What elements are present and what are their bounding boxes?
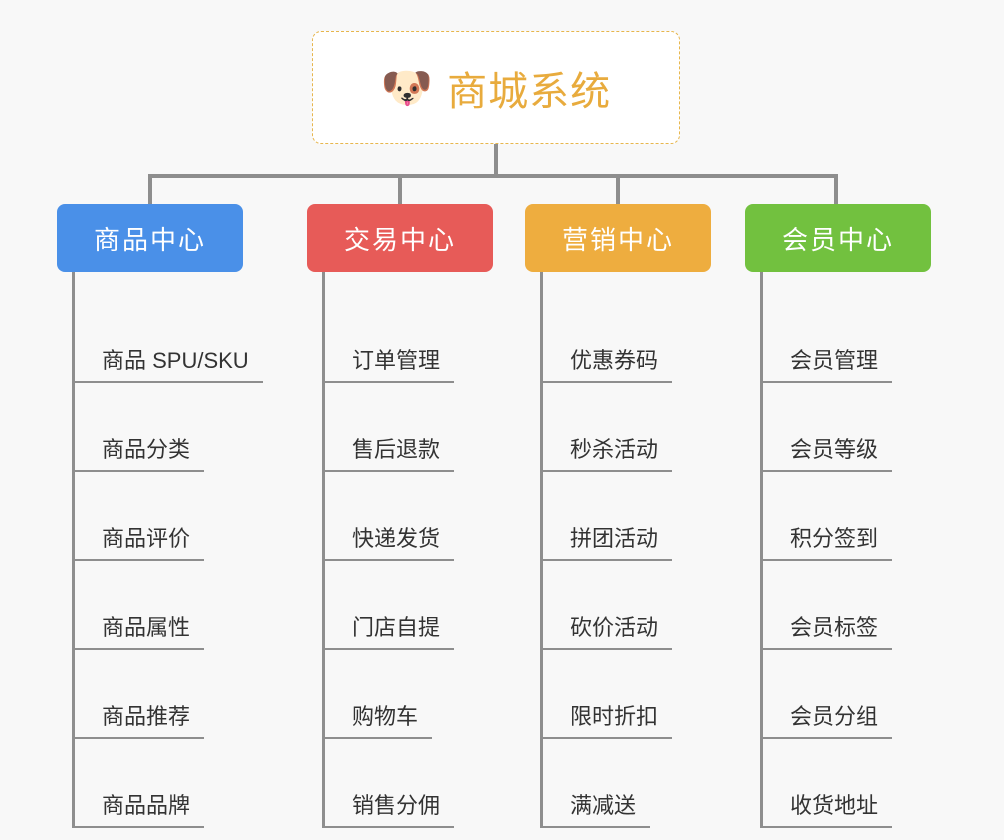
category-title: 交易中心: [343, 224, 456, 255]
leaf-item[interactable]: 商品评价: [57, 472, 265, 561]
leaf-spine-line: [322, 272, 325, 828]
leaf-label: 会员管理: [760, 343, 893, 383]
category-title: 会员中心: [781, 224, 894, 255]
leaf-label: 商品分类: [72, 432, 205, 472]
category-header-marketing-center[interactable]: 营销中心: [525, 204, 711, 272]
leaf-label: 商品品牌: [72, 788, 205, 828]
leaf-label: 满减送: [540, 788, 651, 828]
leaf-item[interactable]: 优惠券码: [525, 294, 733, 383]
leaf-label: 商品属性: [72, 610, 205, 650]
category-title: 商品中心: [93, 224, 206, 255]
leaf-item[interactable]: 快递发货: [307, 472, 515, 561]
leaf-list-marketing-center: 优惠券码 秒杀活动 拼团活动 砍价活动 限时折扣 满减送: [525, 272, 733, 828]
leaf-item[interactable]: 商品品牌: [57, 739, 265, 828]
leaf-item[interactable]: 收货地址: [745, 739, 953, 828]
branch-column-marketing-center: 营销中心 优惠券码 秒杀活动 拼团活动 砍价活动 限时折扣 满减送: [525, 204, 733, 828]
leaf-label: 积分签到: [760, 521, 893, 561]
leaf-label: 售后退款: [322, 432, 455, 472]
leaf-item[interactable]: 商品推荐: [57, 650, 265, 739]
category-header-trade-center[interactable]: 交易中心: [307, 204, 493, 272]
leaf-item[interactable]: 销售分佣: [307, 739, 515, 828]
branch-drop-line-3: [616, 174, 620, 205]
category-title: 营销中心: [561, 224, 674, 255]
leaf-item[interactable]: 售后退款: [307, 383, 515, 472]
category-header-member-center[interactable]: 会员中心: [745, 204, 931, 272]
root-node[interactable]: 🐶 商城系统: [312, 31, 680, 144]
leaf-label: 门店自提: [322, 610, 455, 650]
leaf-item[interactable]: 满减送: [525, 739, 733, 828]
branch-drop-line-1: [148, 174, 152, 205]
leaf-item[interactable]: 会员管理: [745, 294, 953, 383]
leaf-item[interactable]: 拼团活动: [525, 472, 733, 561]
leaf-label: 拼团活动: [540, 521, 673, 561]
leaf-label: 收货地址: [760, 788, 893, 828]
leaf-item[interactable]: 商品分类: [57, 383, 265, 472]
leaf-label: 秒杀活动: [540, 432, 673, 472]
leaf-label: 销售分佣: [322, 788, 455, 828]
leaf-item[interactable]: 商品属性: [57, 561, 265, 650]
leaf-item[interactable]: 积分签到: [745, 472, 953, 561]
leaf-label: 会员标签: [760, 610, 893, 650]
leaf-label: 购物车: [322, 699, 433, 739]
branch-column-product-center: 商品中心 商品 SPU/SKU 商品分类 商品评价 商品属性 商品推荐 商品品牌: [57, 204, 265, 828]
leaf-label: 会员等级: [760, 432, 893, 472]
leaf-item[interactable]: 秒杀活动: [525, 383, 733, 472]
leaf-spine-line: [72, 272, 75, 828]
root-stem-line: [494, 144, 498, 177]
leaf-label: 会员分组: [760, 699, 893, 739]
leaf-item[interactable]: 订单管理: [307, 294, 515, 383]
leaf-label: 快递发货: [322, 521, 455, 561]
leaf-item[interactable]: 门店自提: [307, 561, 515, 650]
branch-drop-line-4: [834, 174, 838, 205]
leaf-item[interactable]: 会员等级: [745, 383, 953, 472]
branch-bus-line: [148, 174, 834, 178]
leaf-list-trade-center: 订单管理 售后退款 快递发货 门店自提 购物车 销售分佣: [307, 272, 515, 828]
leaf-item[interactable]: 会员标签: [745, 561, 953, 650]
leaf-spine-line: [760, 272, 763, 828]
leaf-label: 砍价活动: [540, 610, 673, 650]
dog-face-icon: 🐶: [380, 63, 434, 111]
leaf-label: 商品评价: [72, 521, 205, 561]
leaf-label: 商品推荐: [72, 699, 205, 739]
leaf-label: 订单管理: [322, 343, 455, 383]
branch-column-member-center: 会员中心 会员管理 会员等级 积分签到 会员标签 会员分组 收货地址: [745, 204, 953, 828]
leaf-label: 限时折扣: [540, 699, 673, 739]
branch-column-trade-center: 交易中心 订单管理 售后退款 快递发货 门店自提 购物车 销售分佣: [307, 204, 515, 828]
branch-drop-line-2: [398, 174, 402, 205]
leaf-item[interactable]: 限时折扣: [525, 650, 733, 739]
leaf-item[interactable]: 商品 SPU/SKU: [57, 294, 265, 383]
leaf-list-member-center: 会员管理 会员等级 积分签到 会员标签 会员分组 收货地址: [745, 272, 953, 828]
leaf-spine-line: [540, 272, 543, 828]
leaf-label: 优惠券码: [540, 343, 673, 383]
leaf-label: 商品 SPU/SKU: [72, 343, 263, 383]
leaf-item[interactable]: 购物车: [307, 650, 515, 739]
leaf-list-product-center: 商品 SPU/SKU 商品分类 商品评价 商品属性 商品推荐 商品品牌: [57, 272, 265, 828]
leaf-item[interactable]: 砍价活动: [525, 561, 733, 650]
leaf-item[interactable]: 会员分组: [745, 650, 953, 739]
root-title: 商城系统: [447, 69, 612, 114]
category-header-product-center[interactable]: 商品中心: [57, 204, 243, 272]
